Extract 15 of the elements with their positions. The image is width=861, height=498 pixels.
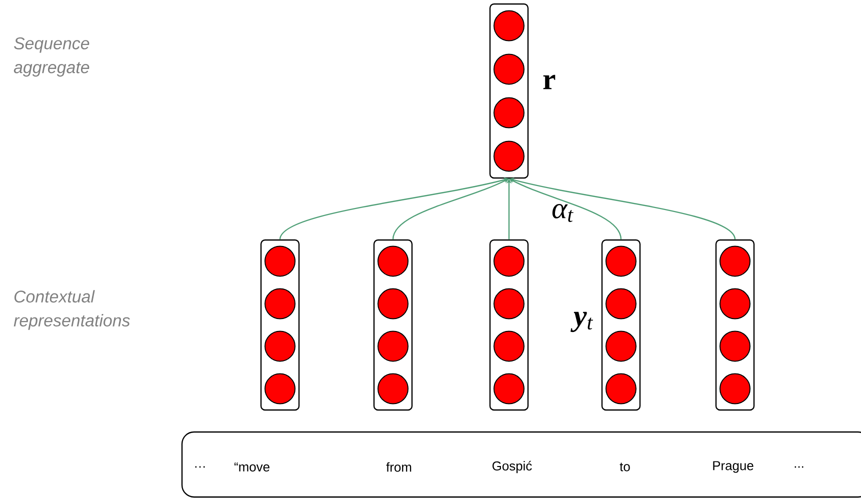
math-label: α$_{t}$ — [552, 204, 574, 222]
row-caption: Contextual representations — [14, 290, 130, 330]
arrow — [392, 178, 509, 240]
arrow — [509, 178, 622, 240]
vector-box — [715, 239, 755, 411]
vector-label: r — [543, 74, 556, 90]
vector-box — [260, 239, 300, 411]
vector-box — [373, 239, 413, 411]
arrow — [279, 177, 509, 240]
vector-box — [601, 239, 641, 411]
vector-box — [489, 3, 529, 179]
math-label: y$_{t}$ — [570, 312, 594, 332]
sentence-box: … “move from Gospić to Prague ... — [181, 431, 861, 498]
row-caption: Sequence aggregate — [14, 37, 90, 77]
vector-box — [489, 239, 529, 411]
